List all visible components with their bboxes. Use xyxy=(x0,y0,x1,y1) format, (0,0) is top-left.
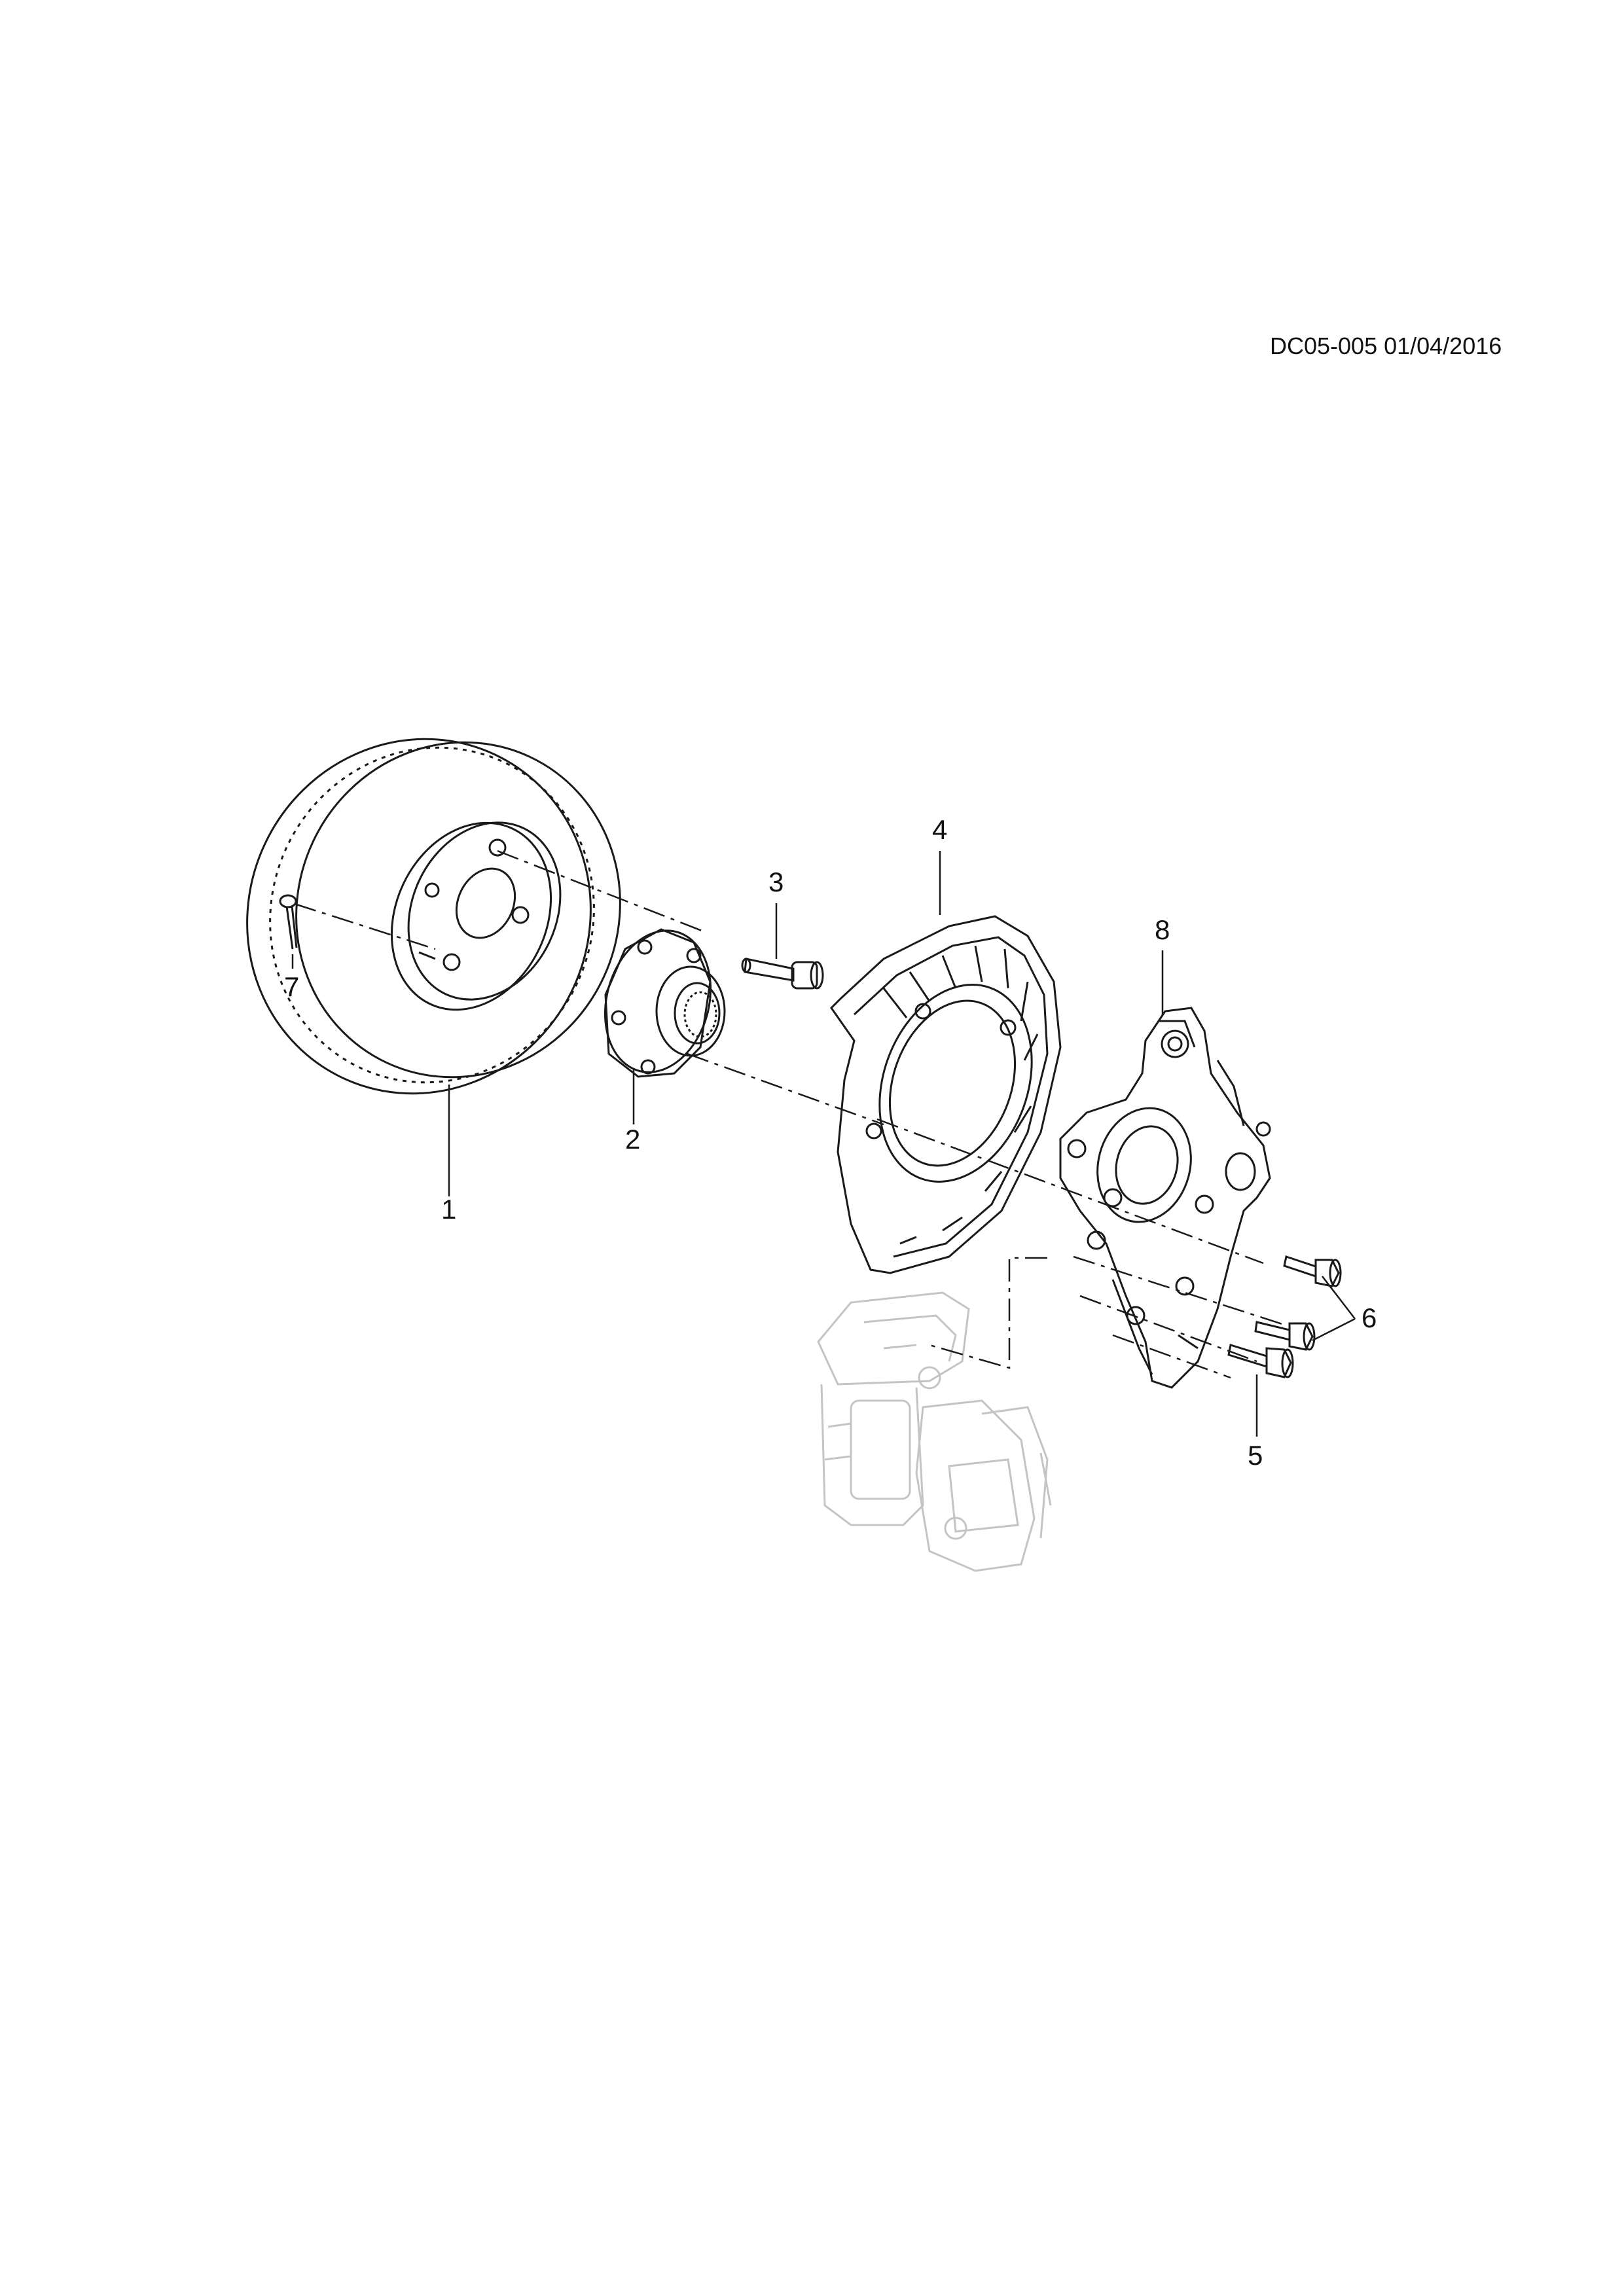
wheel-hub-bearing xyxy=(604,928,726,1078)
callout-5: 5 xyxy=(1248,1440,1263,1471)
knuckle-bolts-upper xyxy=(1254,1255,1342,1351)
disc-retaining-screw xyxy=(279,894,298,950)
steering-knuckle xyxy=(1059,1007,1271,1389)
callout-1: 1 xyxy=(441,1194,456,1225)
callout-2: 2 xyxy=(625,1124,640,1155)
wheel-stud xyxy=(741,958,824,990)
document-reference: DC05-005 01/04/2016 xyxy=(1270,332,1502,359)
leader-lines xyxy=(291,851,1356,1437)
ghost-brake-caliper xyxy=(817,1291,1052,1572)
callout-labels: 1 2 3 4 5 6 7 8 xyxy=(284,814,1377,1471)
brake-disc xyxy=(246,738,621,1095)
callout-3: 3 xyxy=(768,867,784,897)
callout-7: 7 xyxy=(284,971,299,1002)
callout-6: 6 xyxy=(1362,1302,1377,1333)
brake-dust-shield xyxy=(830,915,1062,1274)
callout-4: 4 xyxy=(932,814,947,845)
callout-8: 8 xyxy=(1155,914,1170,945)
assembly-centerlines xyxy=(294,850,1287,1379)
knuckle-bolt-lower xyxy=(1227,1344,1294,1378)
